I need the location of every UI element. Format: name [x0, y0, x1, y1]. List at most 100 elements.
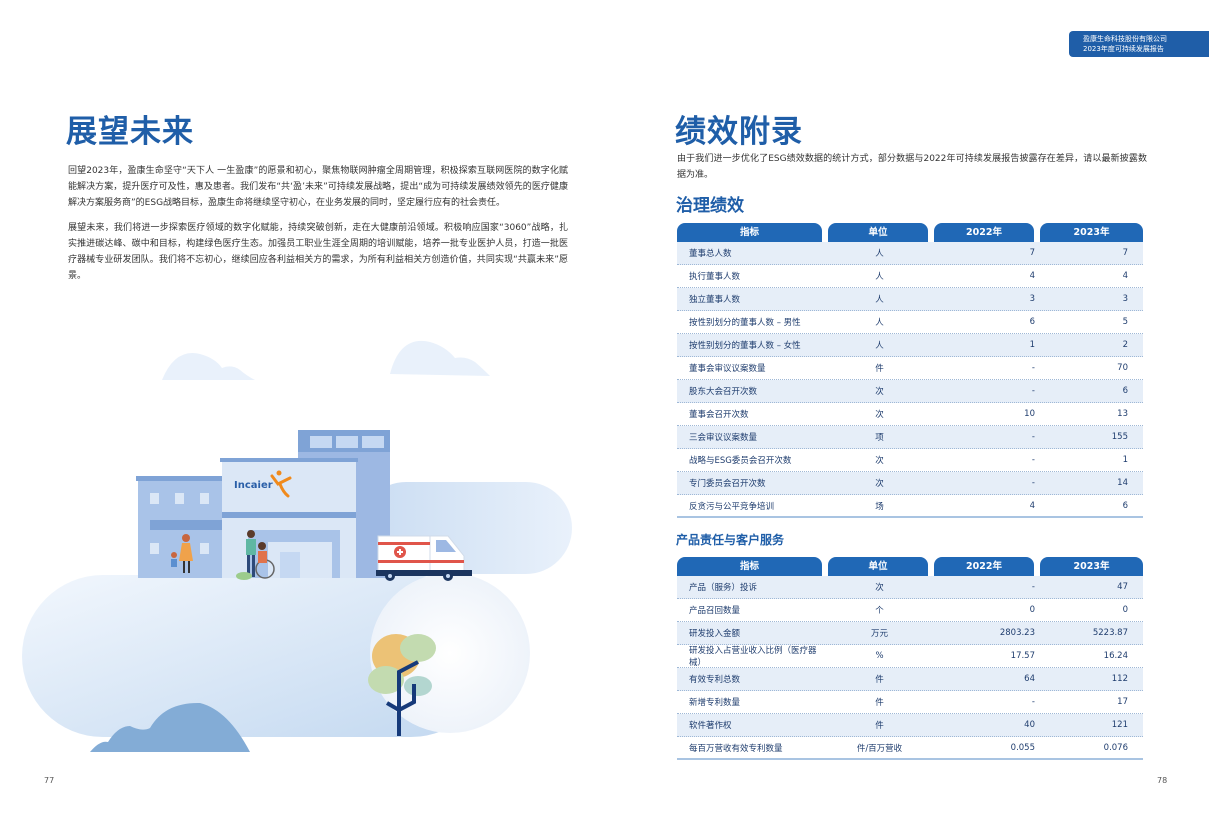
cell-indicator: 产品（服务）投诉 [689, 583, 758, 593]
cell-2022: 64 [1024, 674, 1035, 684]
cell-2022: 4 [1029, 500, 1035, 511]
cell-2023: 4 [1122, 271, 1128, 281]
cell-unit: 次 [875, 410, 884, 420]
cell-indicator: 专门委员会召开次数 [689, 479, 766, 489]
cell-unit: 场 [875, 501, 884, 512]
table-row: 每百万营收有效专利数量 件/百万营收 0.055 0.076 [677, 737, 1143, 760]
table-row: 股东大会召开次数 次 - 6 [677, 380, 1143, 403]
cell-indicator: 战略与ESG委员会召开次数 [689, 456, 792, 466]
cell-2022: 40 [1024, 720, 1035, 730]
governance-section-title: 治理绩效 [676, 196, 744, 216]
cell-unit: 项 [875, 433, 884, 443]
cell-2022: 0 [1029, 605, 1035, 615]
cell-unit: 人 [875, 318, 884, 328]
company-name: 盈康生命科技股份有限公司 [1083, 35, 1167, 43]
header-2022: 2022年 [934, 557, 1034, 576]
cell-indicator: 三会审议议案数量 [689, 433, 758, 443]
cell-unit: 次 [875, 387, 884, 397]
header-2022: 2022年 [934, 223, 1034, 242]
cell-2022: - [1031, 432, 1035, 442]
cell-indicator: 董事会审议议案数量 [689, 364, 766, 374]
cell-2022: - [1031, 386, 1035, 396]
cell-2022: 10 [1024, 409, 1035, 419]
cell-2023: 121 [1111, 720, 1128, 730]
cell-unit: 次 [875, 456, 884, 466]
header-2023: 2023年 [1040, 223, 1143, 242]
table-row: 董事总人数 人 7 7 [677, 242, 1143, 265]
cell-2023: 16.24 [1103, 651, 1128, 661]
page-number-left: 77 [44, 776, 55, 785]
header-2023: 2023年 [1040, 557, 1143, 576]
cell-2023: 1 [1122, 455, 1128, 465]
table-row: 三会审议议案数量 项 - 155 [677, 426, 1143, 449]
left-page-title: 展望未来 [66, 114, 194, 150]
cell-indicator: 执行董事人数 [689, 272, 741, 282]
cell-indicator: 每百万营收有效专利数量 [689, 743, 783, 754]
header-indicator: 指标 [677, 223, 822, 242]
ambulance [376, 535, 472, 581]
cell-unit: 件 [875, 698, 884, 708]
cell-indicator: 按性别划分的董事人数 – 男性 [689, 318, 801, 328]
tree [368, 634, 436, 736]
table-header: 指标单位 2022年 2023年 [677, 223, 1143, 242]
hospital-illustration: Incaier [22, 340, 572, 752]
page-number-right: 78 [1157, 776, 1168, 785]
cell-unit: 件 [875, 364, 884, 374]
appendix-intro: 由于我们进一步优化了ESG绩效数据的统计方式，部分数据与2022年可持续发展报告… [677, 154, 1147, 180]
product-section-title: 产品责任与客户服务 [676, 533, 785, 547]
header-unit: 单位 [828, 223, 928, 242]
cell-2022: 2803.23 [999, 628, 1035, 638]
cell-indicator: 软件著作权 [689, 721, 732, 731]
cell-2022: 0.055 [1010, 742, 1035, 753]
cell-2022: - [1031, 582, 1035, 592]
table-row: 软件著作权 件 40 121 [677, 714, 1143, 737]
outlook-paragraph-2: 展望未来，我们将进一步探索医疗领域的数字化赋能，持续突破创新，走在大健康前沿领域… [68, 223, 568, 281]
report-header-badge: 盈康生命科技股份有限公司 2023年度可持续发展报告 [1069, 31, 1209, 57]
cell-2023: 7 [1122, 248, 1128, 258]
people [171, 530, 275, 580]
cell-2023: 47 [1117, 582, 1128, 592]
cell-2023: 6 [1122, 386, 1128, 396]
cell-indicator: 股东大会召开次数 [689, 387, 758, 397]
cell-indicator: 按性别划分的董事人数 – 女性 [689, 341, 801, 351]
cell-2023: 5 [1122, 317, 1128, 327]
cell-unit: 次 [875, 583, 884, 593]
cell-2023: 112 [1111, 674, 1128, 684]
cell-unit: 件 [875, 675, 884, 685]
cell-2022: 6 [1029, 317, 1035, 327]
cell-unit: 件/百万营收 [856, 743, 903, 754]
cell-unit: 个 [875, 606, 884, 616]
cell-2022: - [1031, 478, 1035, 488]
report-name: 2023年度可持续发展报告 [1083, 45, 1164, 53]
cell-unit: 件 [875, 721, 884, 731]
cell-unit: 人 [875, 341, 884, 351]
cell-unit: 万元 [870, 629, 888, 639]
cell-2022: 7 [1029, 248, 1035, 258]
table-row: 新增专利数量件-17 [677, 691, 1143, 714]
table-row: 产品召回数量 个 0 0 [677, 599, 1143, 622]
cell-indicator: 产品召回数量 [689, 606, 741, 616]
cell-unit: 次 [875, 479, 884, 489]
hill [90, 702, 250, 752]
cell-indicator: 董事总人数 [689, 249, 732, 259]
table-row: 董事会审议议案数量件-70 [677, 357, 1143, 380]
cell-unit: % [875, 651, 884, 661]
cell-2022: - [1031, 455, 1035, 465]
cell-2023: 3 [1122, 294, 1128, 304]
cell-2023: 0 [1122, 605, 1128, 615]
cell-2022: 1 [1029, 340, 1035, 350]
header-unit: 单位 [828, 557, 928, 576]
cell-indicator: 有效专利总数 [689, 675, 741, 685]
cell-2023: 0.076 [1103, 742, 1128, 753]
cell-2023: 155 [1111, 432, 1128, 442]
cell-2023: 5223.87 [1092, 628, 1128, 638]
cell-unit: 人 [875, 249, 884, 259]
